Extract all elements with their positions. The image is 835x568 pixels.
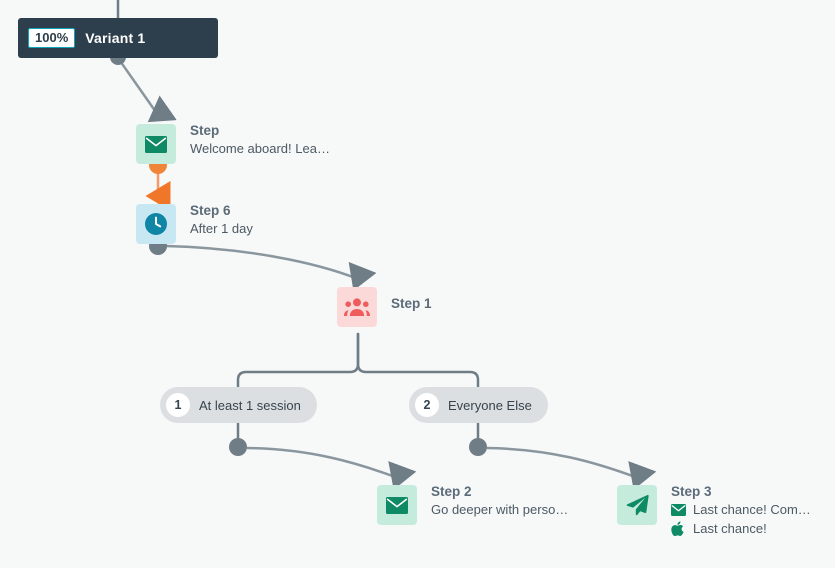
variant-bar[interactable]: 100% Variant 1 [18, 18, 218, 58]
edge-split-right [356, 332, 480, 390]
edge-branch1-to-step2 [246, 446, 417, 490]
channel-line-email: Last chance! Com… [671, 500, 811, 519]
variant-name-label: Variant 1 [85, 30, 146, 46]
node-title: Step 2 [431, 484, 472, 499]
edge-variant-to-step [116, 57, 177, 123]
node-step-2-text: Step 2 Go deeper with perso… [431, 483, 568, 519]
send-icon [617, 485, 657, 525]
node-step-1-text: Step 1 [391, 295, 432, 312]
channel-label: Last chance! Com… [693, 502, 811, 517]
email-icon [136, 124, 176, 164]
node-subtitle: After 1 day [190, 221, 253, 236]
node-step-3-text: Step 3 Last chance! Com… Last [671, 483, 811, 538]
node-step-welcome-text: Step Welcome aboard! Lea… [190, 122, 330, 158]
branch-label: At least 1 session [199, 397, 301, 413]
branch-pill-1[interactable]: 1 At least 1 session [160, 387, 317, 423]
edge-source-dot-branch1 [229, 438, 247, 456]
branch-number: 1 [166, 393, 190, 417]
email-icon [671, 503, 686, 516]
branch-pill-2[interactable]: 2 Everyone Else [409, 387, 548, 423]
branch-number: 2 [415, 393, 439, 417]
timer-icon [136, 204, 176, 244]
node-step-6-text: Step 6 After 1 day [190, 202, 253, 238]
channel-label: Last chance! [693, 521, 767, 536]
edge-step6-to-step1 [165, 244, 377, 291]
node-title: Step [190, 123, 220, 138]
edge-split-left [236, 332, 360, 390]
node-title: Step 3 [671, 484, 712, 499]
branch-label: Everyone Else [448, 397, 532, 413]
channel-line-apple: Last chance! [671, 519, 811, 538]
edge-branch2-to-step3 [486, 446, 657, 490]
node-subtitle: Go deeper with perso… [431, 502, 569, 517]
audience-icon [337, 287, 377, 327]
apple-icon [671, 521, 686, 536]
node-title: Step 6 [190, 203, 231, 218]
email-icon [377, 485, 417, 525]
node-subtitle: Welcome aboard! Lea… [190, 141, 330, 156]
edge-source-dot-branch2 [469, 438, 487, 456]
variant-percent-badge: 100% [28, 27, 76, 49]
node-title: Step 1 [391, 296, 432, 311]
